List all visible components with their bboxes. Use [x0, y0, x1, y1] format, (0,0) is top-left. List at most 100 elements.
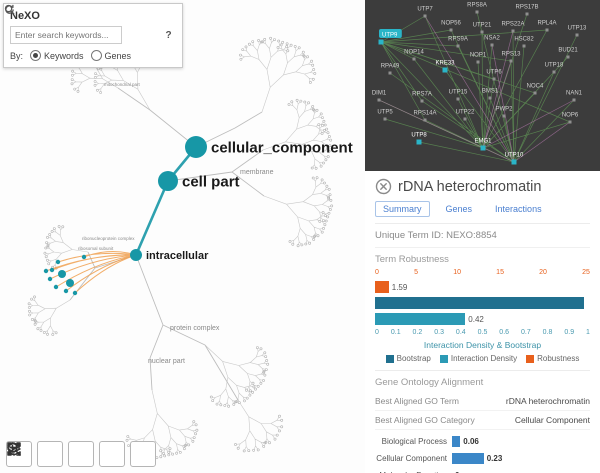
gene-label[interactable]: UTP18 — [545, 63, 564, 69]
gene-label[interactable]: UTP21 — [473, 23, 492, 29]
tree-term-label[interactable]: mitochondrial part — [104, 82, 141, 87]
gene-node[interactable] — [488, 96, 492, 100]
layers-button[interactable] — [7, 441, 156, 467]
gene-node[interactable] — [525, 12, 529, 16]
radio-keywords[interactable]: Keywords — [30, 50, 84, 61]
tab-genes[interactable]: Genes — [445, 204, 473, 214]
gene-label[interactable]: UTP5 — [377, 110, 393, 116]
gene-node[interactable] — [490, 43, 494, 47]
tree-cluster-dot[interactable] — [55, 259, 61, 265]
gene-node[interactable] — [377, 98, 381, 102]
tree-cluster-dot[interactable] — [63, 288, 69, 294]
gene-node[interactable] — [388, 71, 392, 75]
gene-label[interactable]: NOP56 — [441, 21, 461, 27]
tree-node-intracellular[interactable] — [130, 249, 142, 261]
tree-term-label[interactable]: protein complex — [170, 325, 220, 332]
gene-node[interactable] — [511, 159, 517, 165]
search-icon[interactable] — [4, 4, 140, 43]
tree-cluster-dot[interactable] — [47, 276, 53, 282]
gene-label[interactable]: NOC4 — [527, 84, 544, 90]
tree-term-label[interactable]: ribonucleoprotein complex — [82, 236, 135, 241]
gene-node[interactable] — [423, 14, 427, 18]
tree-cluster-dot[interactable] — [43, 268, 49, 274]
zoom-selection-button[interactable] — [8, 441, 125, 467]
gene-label[interactable]: RPS13 — [501, 52, 521, 58]
gene-label[interactable]: NSA2 — [484, 36, 500, 42]
gene-node[interactable] — [509, 59, 513, 63]
gene-label[interactable]: RPS8A — [467, 3, 487, 9]
gene-label[interactable]: NAN1 — [566, 91, 583, 97]
gene-label[interactable]: RPS17B — [515, 5, 538, 11]
tree-cluster-dot[interactable] — [72, 290, 78, 296]
gene-node[interactable] — [456, 44, 460, 48]
gene-label[interactable]: RPS22A — [501, 22, 524, 28]
gene-label[interactable]: RPS9A — [448, 37, 468, 43]
gene-node[interactable] — [416, 139, 422, 145]
tab-summary[interactable]: Summary — [375, 201, 430, 217]
gene-label[interactable]: UTP15 — [449, 90, 468, 96]
tree-node-cell-part[interactable] — [158, 171, 178, 191]
gene-node[interactable] — [533, 91, 537, 95]
fit-to-screen-button[interactable] — [7, 441, 94, 467]
gene-label[interactable]: RPS14A — [413, 111, 436, 117]
gene-node[interactable] — [511, 29, 515, 33]
tree-cluster-dot[interactable] — [81, 254, 87, 260]
gene-label[interactable]: NOP1 — [470, 53, 487, 59]
gene-node[interactable] — [480, 145, 486, 151]
gene-label[interactable]: UTP13 — [568, 26, 587, 32]
search-input[interactable] — [10, 26, 122, 44]
gene-node[interactable] — [456, 97, 460, 101]
gene-label[interactable]: NOP14 — [404, 50, 424, 56]
gene-label[interactable]: DIM1 — [372, 91, 387, 97]
tree-cluster-dot[interactable] — [58, 270, 66, 278]
help-icon[interactable]: ? — [165, 29, 172, 41]
gene-node[interactable] — [568, 120, 572, 124]
gene-label[interactable]: NOP6 — [562, 113, 579, 119]
gene-label[interactable]: BMS1 — [482, 89, 499, 95]
tree-term-label[interactable]: ribosomal subunit — [78, 246, 114, 251]
gene-node[interactable] — [575, 33, 579, 37]
gene-label[interactable]: UTP22 — [456, 110, 475, 116]
gene-node[interactable] — [492, 77, 496, 81]
gene-node[interactable] — [552, 70, 556, 74]
gene-node[interactable] — [442, 67, 448, 73]
gene-node[interactable] — [522, 44, 526, 48]
tree-term-label[interactable]: nuclear part — [148, 358, 185, 365]
gene-label[interactable]: UTP10 — [505, 153, 524, 159]
gene-label[interactable]: PWP2 — [495, 107, 513, 113]
gene-label[interactable]: BUD21 — [558, 48, 578, 54]
refresh-icon[interactable] — [5, 4, 158, 43]
gene-network-canvas[interactable]: UTP7 RPS8A RPS17B NOP56 UTP21 RPS22A RPL4A UTP1… — [365, 0, 600, 171]
tree-term-label[interactable]: membrane — [240, 169, 274, 176]
gene-label[interactable]: EMG1 — [474, 139, 492, 145]
gene-node[interactable] — [412, 57, 416, 61]
gene-label[interactable]: RPA49 — [381, 64, 400, 70]
gene-label[interactable]: KRE33 — [435, 61, 455, 67]
gene-label[interactable]: UTP9 — [382, 33, 398, 39]
tree-cluster-dot[interactable] — [49, 267, 55, 273]
gene-node[interactable] — [475, 10, 479, 14]
gene-label[interactable]: RPS7A — [412, 92, 432, 98]
gene-node[interactable] — [383, 117, 387, 121]
radio-genes[interactable]: Genes — [90, 50, 131, 61]
gene-label[interactable]: UTP8 — [411, 133, 427, 139]
zoom-out-button[interactable] — [7, 441, 63, 467]
gene-label[interactable]: UTP6 — [486, 70, 502, 76]
gene-node[interactable] — [423, 118, 427, 122]
gene-node[interactable] — [480, 30, 484, 34]
gene-node[interactable] — [502, 114, 506, 118]
gene-label[interactable]: RPL4A — [537, 21, 556, 27]
gene-label[interactable]: HSC82 — [514, 37, 534, 43]
tree-cluster-dot[interactable] — [66, 279, 74, 287]
gene-node[interactable] — [572, 98, 576, 102]
tab-interactions[interactable]: Interactions — [495, 204, 542, 214]
tree-cluster-dot[interactable] — [53, 284, 59, 290]
gene-node[interactable] — [463, 117, 467, 121]
gene-node[interactable] — [545, 28, 549, 32]
gene-node[interactable] — [449, 28, 453, 32]
gene-label[interactable]: UTP7 — [417, 7, 433, 13]
gene-node[interactable] — [476, 60, 480, 64]
gene-node[interactable] — [566, 55, 570, 59]
gene-node[interactable] — [420, 99, 424, 103]
